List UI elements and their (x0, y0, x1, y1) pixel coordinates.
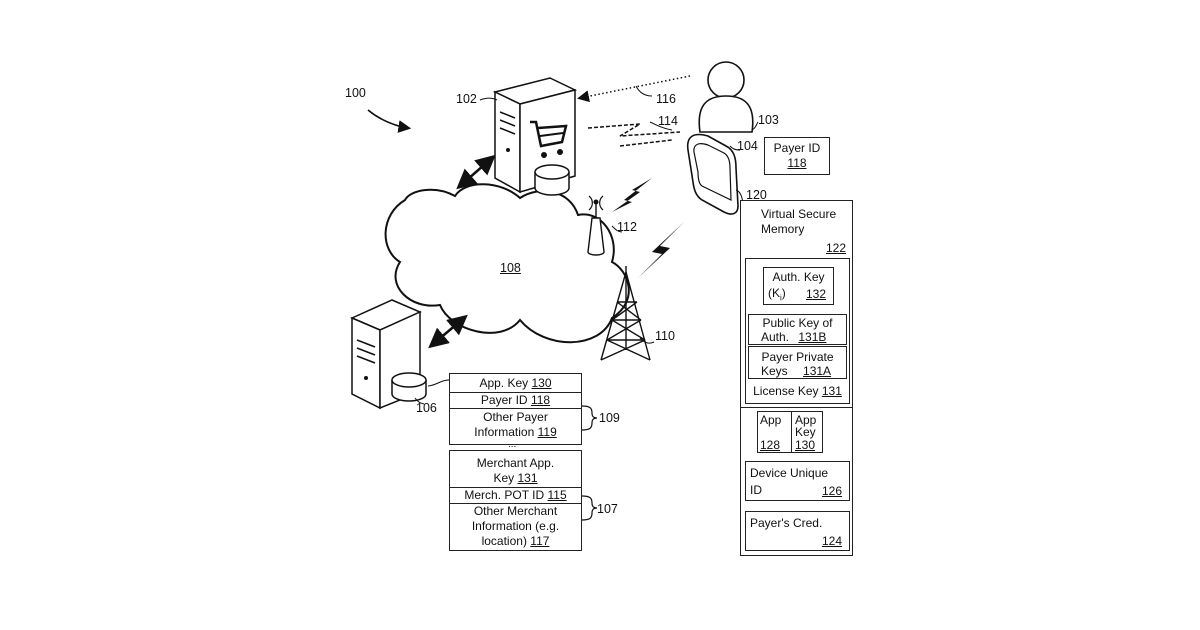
payer-id-box: Payer ID 118 (764, 137, 830, 175)
device-id-ref: 126 (822, 484, 842, 498)
public-key-box: Public Key of Auth. 131B (748, 314, 847, 345)
ref-network-108: 108 (500, 261, 521, 275)
public-key-line1: Public Key of (749, 316, 846, 330)
device-unique-id-box: Device Unique ID 126 (745, 461, 850, 501)
payer-id-label: Payer ID (765, 141, 829, 155)
merchant-app-key-ref: 131 (518, 471, 538, 485)
virtual-secure-memory: Virtual Secure Memory 122 Auth. Key (Ki)… (740, 200, 853, 556)
ref-cell-tower-110: 110 (655, 329, 675, 343)
app-key-line2: Key (795, 425, 816, 439)
private-keys-ref: 131A (803, 364, 831, 378)
app-ref: 128 (760, 438, 780, 452)
wireless-signal-icon (612, 178, 652, 212)
device-id-line2: ID (750, 483, 762, 497)
secure-memory-title-line2: Memory (761, 222, 804, 236)
license-key-ref: 131 (822, 384, 842, 398)
payer-id-row-label: Payer ID (481, 393, 528, 407)
ref-link-114: 114 (658, 114, 678, 128)
system-pointer-arrow (368, 110, 408, 128)
app-key-ref: 130 (795, 438, 815, 452)
wireless-signal-icon (638, 222, 684, 278)
merchant-app-key-text: Key (493, 471, 514, 485)
payer-id-row-ref: 118 (531, 393, 550, 407)
other-merchant-info-ref: 117 (530, 534, 549, 548)
ref-link-116: 116 (656, 92, 676, 106)
ref-payer-103: 103 (758, 113, 779, 127)
payer-records-table: App. Key 130 Payer ID 118 Other Payer In… (449, 373, 582, 445)
other-payer-info-line1: Other Payer (450, 410, 581, 424)
private-keys-line2: Keys 131A (761, 364, 831, 378)
merchant-pot-id-label: Merch. POT ID (464, 488, 544, 502)
payer-person-icon (699, 62, 753, 132)
auth-key-box: Auth. Key (Ki) 132 (763, 267, 834, 305)
other-merchant-info-text: location) (482, 534, 527, 548)
auth-key-label: Auth. Key (764, 270, 833, 284)
other-payer-info-ref: 119 (538, 425, 557, 439)
payer-id-row: Payer ID 118 (450, 393, 581, 407)
secure-memory-ref: 122 (826, 241, 846, 255)
merchant-pot-id-row: Merch. POT ID 115 (450, 488, 581, 502)
license-key-row: License Key 131 (746, 384, 849, 398)
payer-cred-label: Payer's Cred. (750, 516, 822, 530)
ref-merchant-records-107: 107 (597, 502, 618, 516)
public-key-line2: Auth. 131B (761, 330, 826, 344)
other-merchant-info-line2: Information (e.g. (450, 519, 581, 533)
key-storage-region: Auth. Key (Ki) 132 Public Key of Auth. 1… (745, 258, 850, 404)
payer-app-key-ref: 130 (532, 376, 552, 390)
payer-cred-ref: 124 (822, 534, 842, 548)
device-id-line1: Device Unique (750, 466, 828, 480)
other-merchant-info-line1: Other Merchant (450, 504, 581, 518)
merchant-records-table: Merchant App. Key 131 Merch. POT ID 115 … (449, 450, 582, 551)
secure-memory-title-line1: Virtual Secure (761, 207, 836, 221)
ref-device-104: 104 (737, 139, 758, 153)
ref-merchant-server-102: 102 (456, 92, 477, 106)
auth-key-close: ) (782, 286, 786, 300)
app-label: App (760, 413, 781, 427)
payer-id-ref: 118 (765, 156, 829, 170)
payer-credential-box: Payer's Cred. 124 (745, 511, 850, 551)
payer-app-key-row: App. Key 130 (450, 376, 581, 390)
other-merchant-info-line3: location) 117 (450, 534, 581, 548)
license-key-label: License Key (753, 384, 818, 398)
merchant-app-key-line2: Key 131 (450, 471, 581, 485)
public-key-ref: 131B (798, 330, 826, 344)
public-key-text: Auth. (761, 330, 789, 344)
app-box: App 128 App Key 130 (757, 411, 823, 453)
merchant-pot-id-ref: 115 (548, 488, 567, 502)
other-payer-info-text: Information (474, 425, 534, 439)
auth-key-symbol: (Ki) (768, 286, 786, 305)
private-keys-line1: Payer Private (749, 350, 846, 364)
issuer-link-arrow (432, 318, 464, 345)
brace-109 (582, 406, 597, 430)
ref-payer-records-109: 109 (599, 411, 620, 425)
payer-app-key-label: App. Key (479, 376, 528, 390)
ref-issuer-server-106: 106 (416, 401, 437, 415)
database-icon (392, 373, 426, 401)
private-keys-text: Keys (761, 364, 788, 378)
auth-key-sym: (K (768, 286, 780, 300)
private-keys-box: Payer Private Keys 131A (748, 346, 847, 379)
other-payer-info-line2: Information 119 (450, 425, 581, 439)
auth-key-ref: 132 (806, 287, 826, 301)
database-icon (535, 165, 569, 195)
ref-system-100: 100 (345, 86, 366, 100)
merchant-app-key-line1: Merchant App. (450, 456, 581, 470)
ref-access-point-112: 112 (617, 220, 637, 234)
merchant-link-arrow (460, 158, 492, 186)
brace-107 (582, 496, 597, 520)
